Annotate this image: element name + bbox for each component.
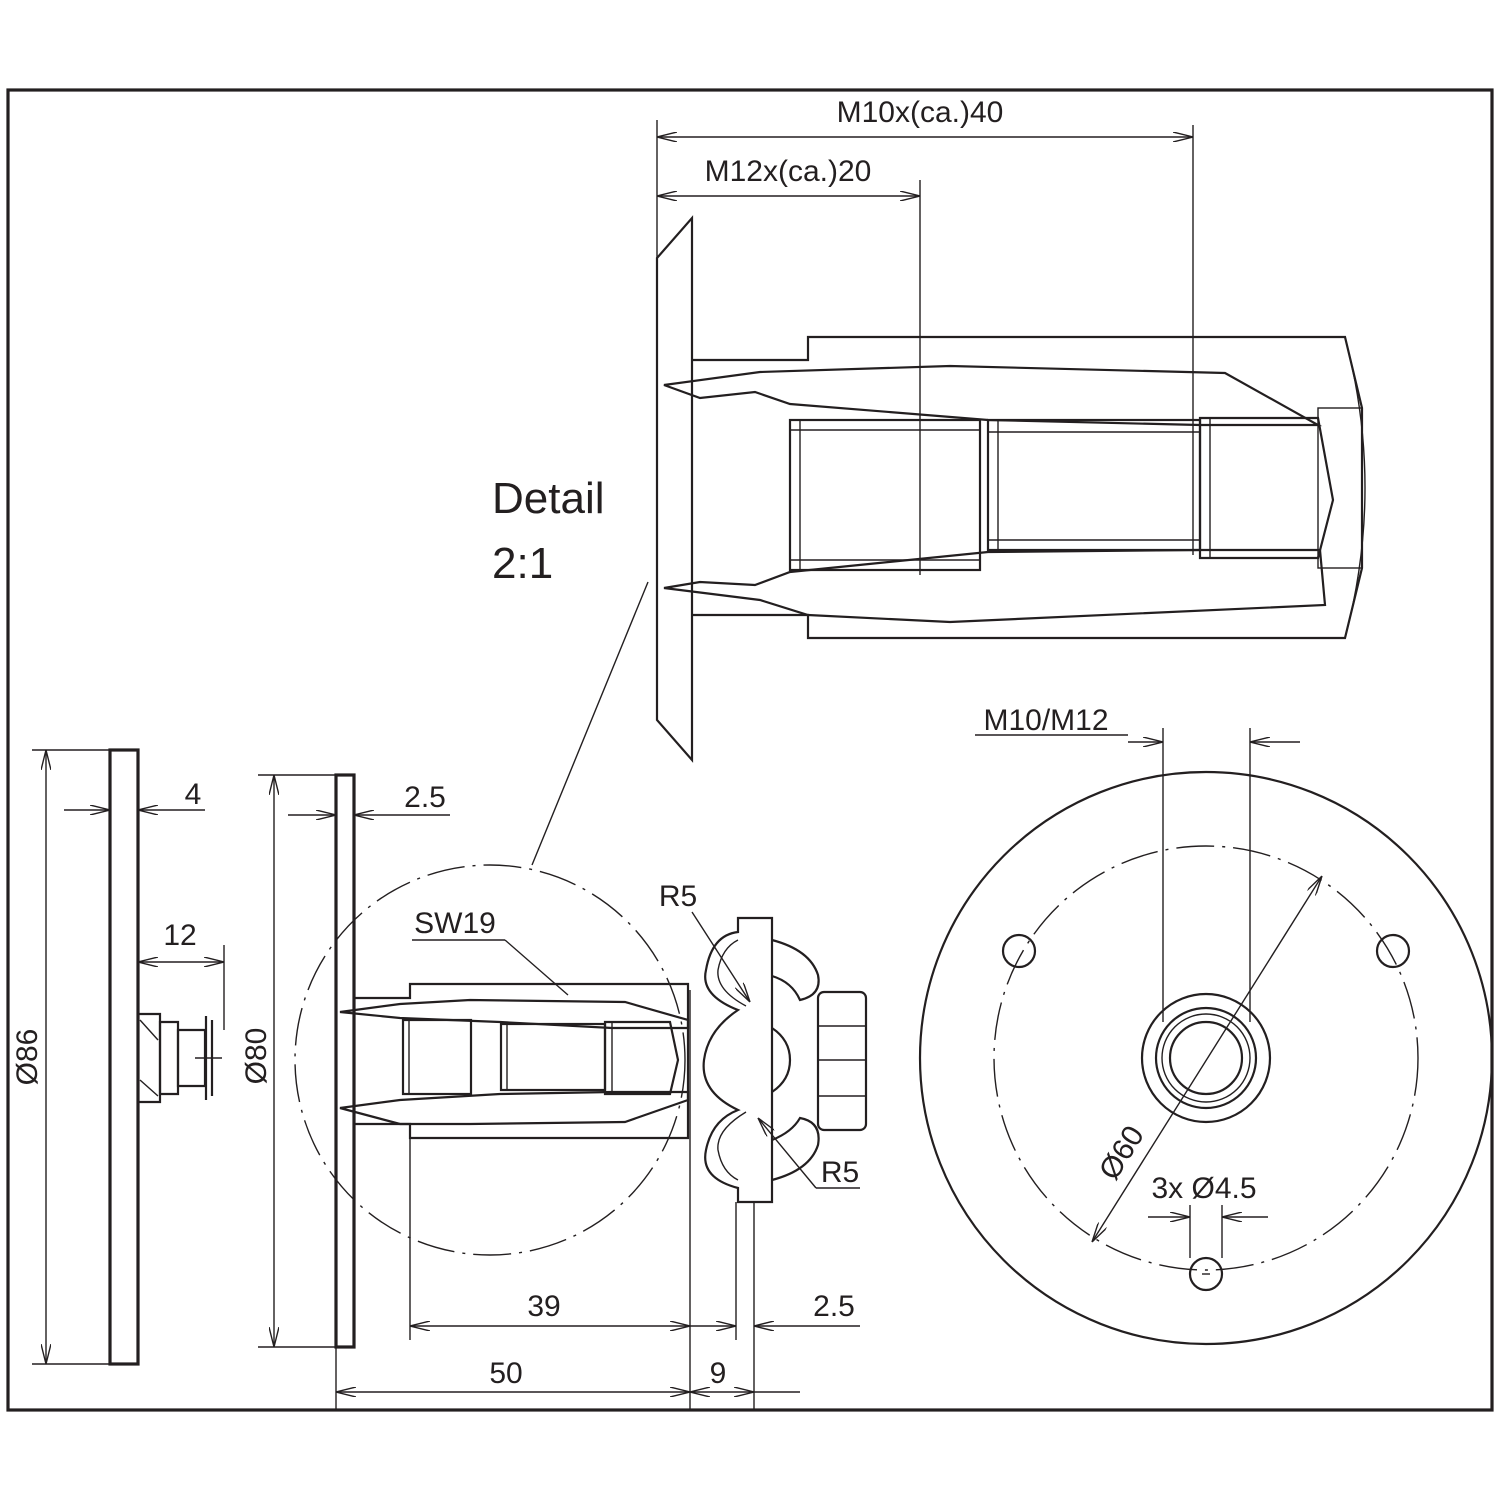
side-view-assembly: SW19 R5 R5 Ø80 2.5 39 2.5 50 <box>240 773 868 1410</box>
label-t25-plate: 2.5 <box>404 781 446 814</box>
label-t4: 4 <box>185 778 202 811</box>
label-d60: Ø60 <box>1093 1120 1151 1186</box>
detail-view: M10x(ca.)40 M12x(ca.)20 Detail 2:1 <box>492 96 1366 866</box>
label-l9: 9 <box>710 1357 727 1390</box>
side-view-plate-86: Ø86 4 12 <box>11 748 225 1366</box>
dim-d60 <box>1092 876 1322 1242</box>
bolt-circle-d60 <box>993 845 1419 1271</box>
label-t12: 12 <box>163 919 196 952</box>
label-d86: Ø86 <box>11 1029 44 1086</box>
label-sw19: SW19 <box>414 907 496 940</box>
label-r5-top: R5 <box>659 880 697 913</box>
label-l50: 50 <box>489 1357 522 1390</box>
front-view-plate: M10/M12 Ø60 3x Ø4.5 <box>918 704 1494 1346</box>
label-holes: 3x Ø4.5 <box>1151 1172 1256 1205</box>
label-m10x40: M10x(ca.)40 <box>837 96 1004 129</box>
detail-title: Detail <box>492 474 605 523</box>
mount-hole-top-left <box>1001 933 1037 969</box>
detail-scale: 2:1 <box>492 539 553 588</box>
mount-hole-bottom <box>1188 1256 1224 1292</box>
label-m10m12: M10/M12 <box>983 704 1108 737</box>
drawing-frame <box>6 88 1494 1412</box>
detail-leader <box>531 581 649 866</box>
detail-circle <box>294 864 686 1256</box>
label-m12x20: M12x(ca.)20 <box>705 155 872 188</box>
label-r5-bottom: R5 <box>821 1156 859 1189</box>
label-l39: 39 <box>527 1290 560 1323</box>
mount-hole-top-right <box>1375 933 1411 969</box>
label-l25-clamp: 2.5 <box>813 1290 855 1323</box>
label-d80: Ø80 <box>240 1028 273 1085</box>
